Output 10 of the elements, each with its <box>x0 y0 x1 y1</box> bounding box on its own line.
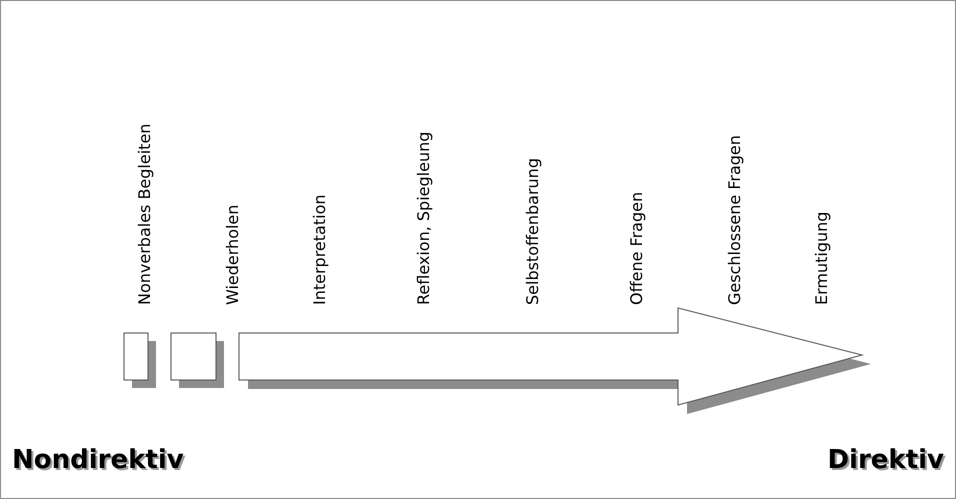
technique-label: Selbstoffenbarung <box>523 158 543 305</box>
technique-label: Nonverbales Begleiten <box>135 124 155 305</box>
technique-label: Reflexion, Spiegleung <box>414 132 434 305</box>
scale-end-label: Nondirektiv <box>12 444 184 476</box>
technique-label: Interpretation <box>310 194 330 305</box>
scale-end-label: Direktiv <box>827 444 944 476</box>
technique-label: Wiederholen <box>223 204 243 305</box>
technique-label: Offene Fragen <box>627 192 647 305</box>
technique-label: Ermutigung <box>812 212 832 305</box>
technique-label: Geschlossene Fragen <box>725 135 745 305</box>
